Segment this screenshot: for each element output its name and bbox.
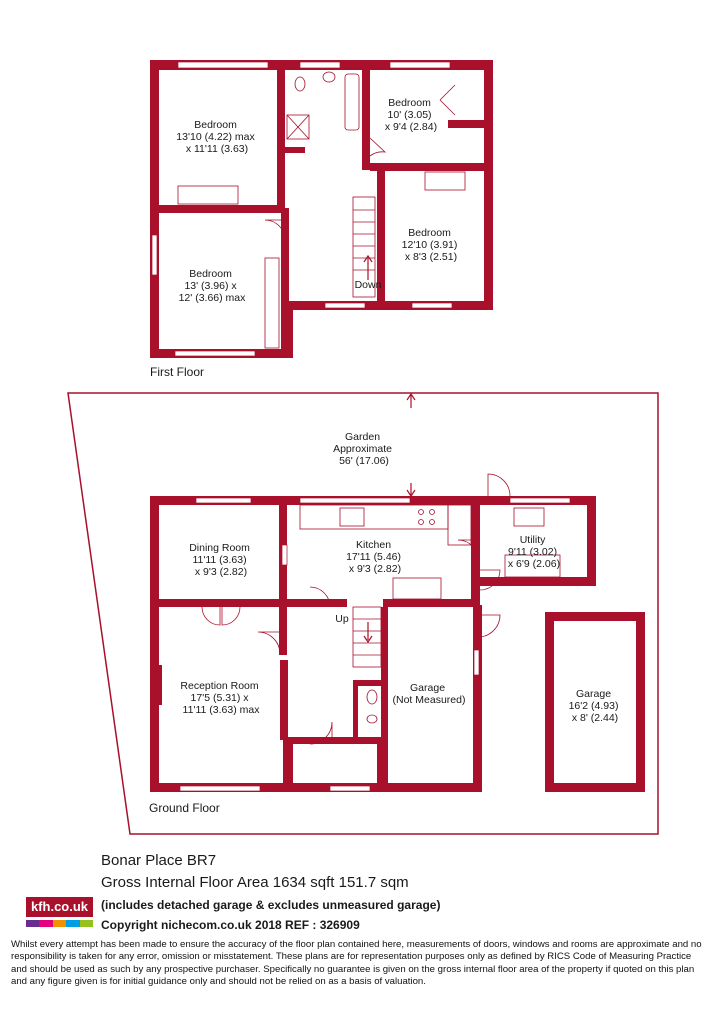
room-label-dining: Dining Room 11'11 (3.63) x 9'3 (2.82): [189, 542, 253, 578]
room-label-garage-integral: Garage (Not Measured): [393, 682, 466, 706]
property-title: Bonar Place BR7: [101, 852, 217, 869]
stairs-down-label: Down: [355, 279, 382, 291]
room-label-bed2: Bedroom 10' (3.05) x 9'4 (2.84): [385, 97, 437, 133]
stairs-up-label: Up: [335, 613, 349, 625]
room-label-kitchen: Kitchen 17'11 (5.46) x 9'3 (2.82): [346, 539, 404, 575]
logo-stripe: [66, 920, 80, 927]
ground-floor-plan: [67, 392, 659, 835]
copyright: Copyright nichecom.co.uk 2018 REF : 3269…: [101, 918, 360, 932]
logo-stripe: [39, 920, 53, 927]
room-label-utility: Utility 9'11 (3.02) x 6'9 (2.06): [508, 534, 560, 570]
room-label-bed3: Bedroom 12'10 (3.91) x 8'3 (2.51): [402, 227, 461, 263]
first-floor-plan: [150, 60, 493, 358]
disclaimer: Whilst every attempt has been made to en…: [11, 939, 702, 988]
logo-stripe: [52, 920, 67, 927]
room-label-garden: Garden Approximate 56' (17.06): [333, 431, 395, 467]
logo-stripe: [26, 920, 40, 927]
logo-stripe: [79, 920, 94, 927]
room-label-reception: Reception Room 17'5 (5.31) x 11'11 (3.63…: [180, 680, 261, 716]
logo-text: kfh.co.uk: [26, 897, 93, 917]
floor-area: Gross Internal Floor Area 1634 sqft 151.…: [101, 874, 409, 891]
room-label-garage-detached: Garage 16'2 (4.93) x 8' (2.44): [569, 688, 622, 724]
first-floor-label: First Floor: [150, 365, 204, 379]
plot-boundary: [67, 392, 659, 835]
kfh-logo[interactable]: kfh.co.uk: [26, 894, 94, 932]
area-note: (includes detached garage & excludes unm…: [101, 898, 441, 912]
floor-plan: First Floor Bedroom 13'10 (4.22) max x 1…: [67, 60, 659, 835]
room-label-bed4: Bedroom 13' (3.96) x 12' (3.66) max: [179, 268, 247, 304]
room-label-bed1: Bedroom 13'10 (4.22) max x 11'11 (3.63): [176, 119, 257, 155]
ground-floor-label: Ground Floor: [149, 801, 220, 815]
logo-stripes: [26, 920, 94, 927]
